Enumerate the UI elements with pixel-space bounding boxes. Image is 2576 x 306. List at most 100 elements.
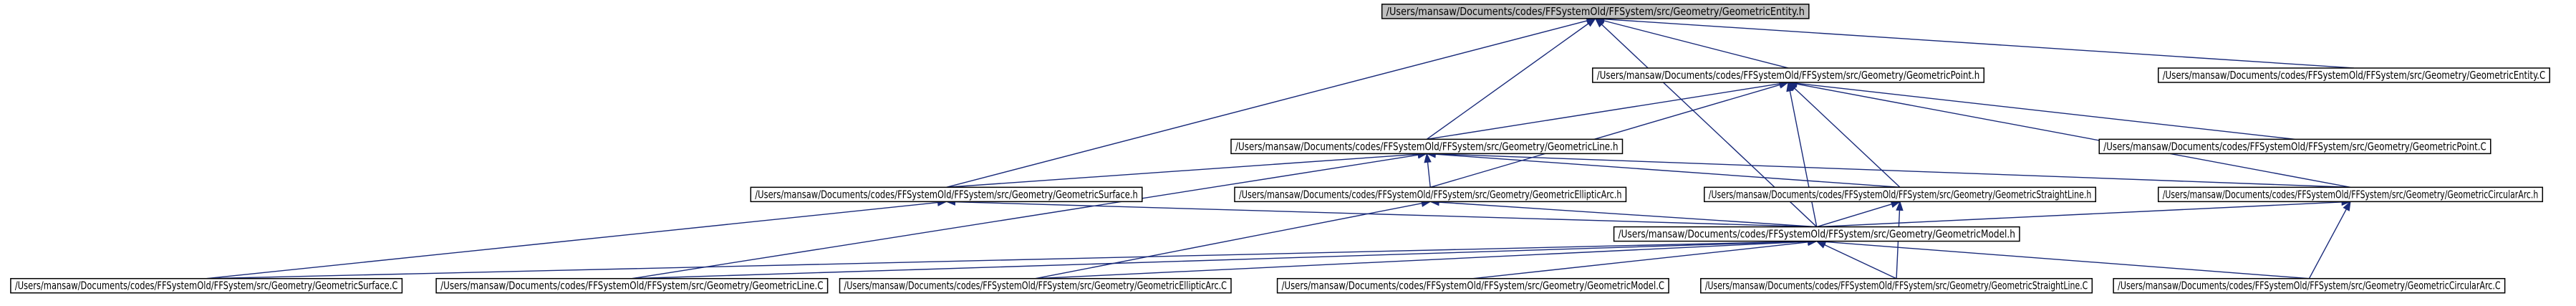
graph-node[interactable]: /Users/mansaw/Documents/codes/FFSystemOl… <box>1276 277 1669 294</box>
graph-node-box <box>1700 277 2093 294</box>
graph-edge-line <box>1435 153 2351 188</box>
graph-node-label: /Users/mansaw/Documents/codes/FFSystemOl… <box>1239 188 1622 201</box>
graph-node[interactable]: /Users/mansaw/Documents/codes/FFSystemOl… <box>1230 138 1624 155</box>
graph-edge-line <box>1439 201 1817 228</box>
graph-edge-line <box>946 20 1588 188</box>
graph-edge-line <box>1794 87 1901 188</box>
graph-node-label: /Users/mansaw/Documents/codes/FFSystemOl… <box>15 279 398 292</box>
graph-edge-line <box>1435 153 1901 188</box>
graph-node-label: /Users/mansaw/Documents/codes/FFSystemOl… <box>1235 140 1619 153</box>
graph-edge <box>1425 150 2351 188</box>
graph-node-box <box>2157 67 2550 83</box>
graph-node-label: /Users/mansaw/Documents/codes/FFSystemOl… <box>1597 69 1980 82</box>
graph-node-box <box>1592 67 1985 83</box>
graph-node[interactable]: /Users/mansaw/Documents/codes/FFSystemOl… <box>1592 67 1985 83</box>
node-layer: /Users/mansaw/Documents/codes/FFSystemOl… <box>10 4 2550 294</box>
graph-edge <box>1787 80 2351 188</box>
graph-node[interactable]: /Users/mansaw/Documents/codes/FFSystemOl… <box>2113 277 2506 294</box>
graph-node-label: /Users/mansaw/Documents/codes/FFSystemOl… <box>755 188 1138 201</box>
graph-node[interactable]: /Users/mansaw/Documents/codes/FFSystemOl… <box>1234 186 1627 203</box>
graph-edge-line <box>206 201 938 279</box>
graph-edge-line <box>1825 241 2310 279</box>
graph-edge-line <box>1816 201 2343 228</box>
graph-node-label: /Users/mansaw/Documents/codes/FFSystemOl… <box>2103 140 2486 153</box>
graph-edge-line <box>1816 204 1892 228</box>
graph-node-label: /Users/mansaw/Documents/codes/FFSystemOl… <box>844 279 1227 292</box>
graph-edge <box>1896 200 1904 279</box>
graph-node[interactable]: /Users/mansaw/Documents/codes/FFSystemOl… <box>1613 226 2020 242</box>
graph-node[interactable]: /Users/mansaw/Documents/codes/FFSystemOl… <box>2157 67 2550 83</box>
graph-edge-line <box>1896 210 1901 279</box>
graph-edge <box>946 150 1428 188</box>
graph-node[interactable]: /Users/mansaw/Documents/codes/FFSystemOl… <box>435 277 829 294</box>
graph-node-box <box>1234 186 1627 203</box>
graph-node-label: /Users/mansaw/Documents/codes/FFSystemOl… <box>1386 5 1805 18</box>
graph-node-box <box>1381 4 1810 19</box>
graph-edge-arrowhead <box>1896 200 1904 211</box>
graph-node[interactable]: /Users/mansaw/Documents/codes/FFSystemOl… <box>10 277 403 294</box>
graph-node-box <box>1613 226 2020 242</box>
graph-edge <box>1815 238 2310 279</box>
graph-edge-line <box>2308 209 2347 279</box>
graph-edge-arrowhead <box>2343 201 2351 211</box>
graph-node-label: /Users/mansaw/Documents/codes/FFSystemOl… <box>440 279 824 292</box>
graph-edge-arrowhead <box>1786 81 1794 92</box>
graph-node-label: /Users/mansaw/Documents/codes/FFSystemOl… <box>2118 279 2501 292</box>
graph-edge-line <box>955 201 1817 228</box>
graph-edge <box>632 237 1818 279</box>
graph-edge <box>945 198 1817 228</box>
graph-edge-line <box>1427 83 1780 140</box>
graph-node-box <box>2113 277 2506 294</box>
graph-edge-line <box>206 241 1808 279</box>
graph-edge <box>1594 15 2355 69</box>
graph-edge-line <box>1427 162 1431 188</box>
graph-edge <box>206 199 947 279</box>
graph-node-box <box>1704 186 2097 203</box>
graph-node[interactable]: /Users/mansaw/Documents/codes/FFSystemOl… <box>839 277 1232 294</box>
graph-node-label: /Users/mansaw/Documents/codes/FFSystemOl… <box>1705 279 2088 292</box>
graph-edge <box>1787 80 2295 140</box>
graph-edge-line <box>1603 18 2355 69</box>
graph-node-box <box>1276 277 1669 294</box>
graph-node-box <box>10 277 403 294</box>
graph-edge <box>1429 198 1817 228</box>
graph-node-label: /Users/mansaw/Documents/codes/FFSystemOl… <box>1282 279 1665 292</box>
graph-edge <box>1426 18 1596 140</box>
graph-node-box <box>1230 138 1624 155</box>
graph-node[interactable]: /Users/mansaw/Documents/codes/FFSystemOl… <box>2098 138 2491 155</box>
graph-node[interactable]: /Users/mansaw/Documents/codes/FFSystemOl… <box>1381 4 1810 19</box>
graph-edge-line <box>632 241 1808 279</box>
graph-node[interactable]: /Users/mansaw/Documents/codes/FFSystemOl… <box>2157 186 2544 203</box>
graph-node-label: /Users/mansaw/Documents/codes/FFSystemOl… <box>2163 69 2546 82</box>
graph-edge <box>1427 80 1790 140</box>
graph-node[interactable]: /Users/mansaw/Documents/codes/FFSystemOl… <box>1704 186 2097 203</box>
graph-edge-arrowhead <box>1594 17 1605 28</box>
graph-edge-line <box>1035 202 1422 279</box>
graph-edge <box>1430 81 1790 188</box>
graph-node-box <box>2098 138 2491 155</box>
graph-edge <box>1786 81 1818 227</box>
graph-node[interactable]: /Users/mansaw/Documents/codes/FFSystemOl… <box>750 186 1143 203</box>
graph-edge-line <box>1603 20 1789 69</box>
graph-edge-line <box>1796 82 2295 140</box>
graph-edge-arrowhead <box>1424 152 1432 163</box>
edge-layer <box>206 15 2355 279</box>
graph-node-label: /Users/mansaw/Documents/codes/FFSystemOl… <box>1709 188 2092 201</box>
graph-node-box <box>2157 186 2544 203</box>
graph-edge-line <box>1789 90 1818 227</box>
graph-edge <box>206 237 1818 279</box>
graph-node-label: /Users/mansaw/Documents/codes/FFSystemOl… <box>2163 188 2539 201</box>
graph-edge-line <box>946 153 1419 188</box>
graph-node-label: /Users/mansaw/Documents/codes/FFSystemOl… <box>1619 228 2015 241</box>
graph-edge-line <box>1430 84 1780 188</box>
graph-edge-line <box>1796 83 2351 188</box>
graph-node[interactable]: /Users/mansaw/Documents/codes/FFSystemOl… <box>1700 277 2093 294</box>
graph-edge-line <box>1426 23 1589 140</box>
graph-node-box <box>750 186 1143 203</box>
graph-node-box <box>839 277 1232 294</box>
graph-edge-line <box>632 154 1419 279</box>
graph-edge <box>946 16 1597 188</box>
graph-edge <box>2308 201 2351 279</box>
graph-edge-line <box>1035 241 1808 279</box>
